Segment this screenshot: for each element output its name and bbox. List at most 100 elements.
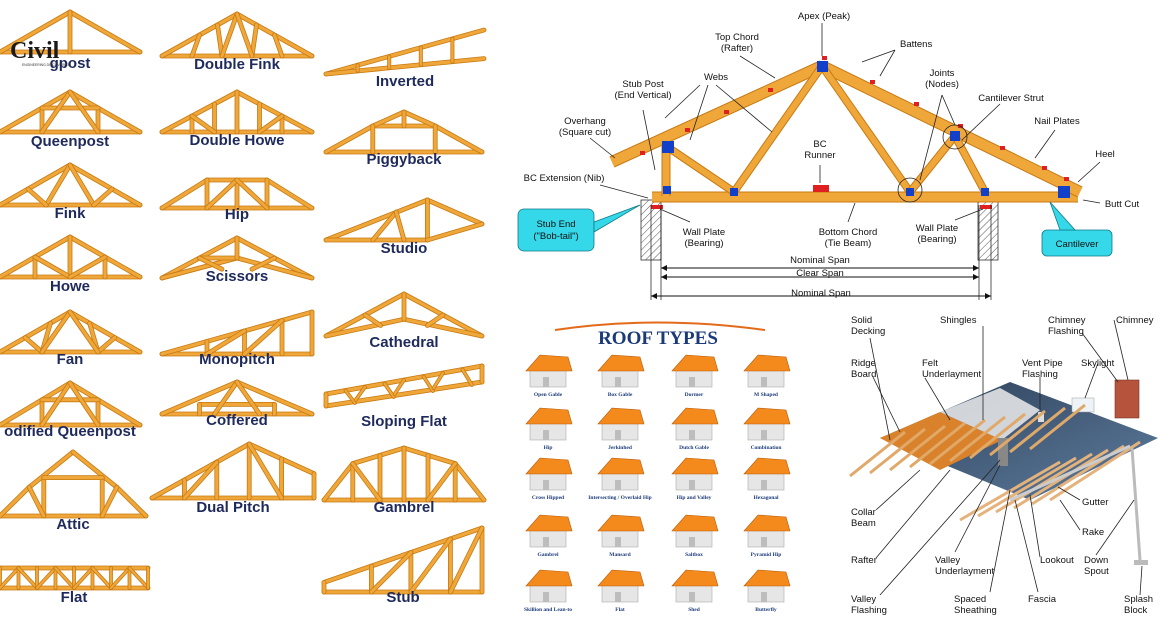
anatomy-label-bc-runner: BC [813, 139, 826, 150]
roof-type-item: Mansard [597, 514, 645, 558]
web [818, 63, 914, 195]
roof-type-label: Saltbox [685, 552, 703, 558]
anatomy-label-top-chord: Top Chord [715, 32, 759, 43]
truss-label: Piggyback [366, 151, 442, 168]
truss-label: Flat [61, 589, 88, 606]
truss-attic: Attic [0, 449, 149, 533]
rafter [909, 421, 966, 469]
roof-type-label: Dormer [685, 392, 704, 398]
batten [768, 88, 773, 92]
dimension-label: Nominal Span [790, 255, 850, 266]
leader-line [1095, 499, 1135, 556]
cantilever-callout: Cantilever [1041, 201, 1113, 257]
nail-plate [906, 188, 914, 196]
roof-type-label: Intersecting / Overlaid Hip [588, 495, 651, 501]
leader-line [659, 208, 691, 223]
roof-part-label-chimney-flashing: Flashing [1048, 326, 1084, 337]
truss-monopitch: Monopitch [159, 309, 315, 368]
anatomy-label-apex: Apex (Peak) [798, 11, 850, 22]
rafter [949, 415, 1006, 463]
truss-dual-pitch: Dual Pitch [149, 441, 317, 516]
cantilever-label: Cantilever [1056, 239, 1099, 250]
truss-hip: Hip [159, 177, 315, 223]
truss-label: Fink [55, 205, 86, 222]
truss-label: Monopitch [199, 351, 275, 368]
roof-part-label-down-spout: Down [1084, 555, 1108, 566]
truss-coffered: Coffered [159, 379, 315, 429]
roof-type-label: Flat [615, 607, 625, 613]
roof-type-label: Box Gable [608, 392, 633, 398]
roof-part-label-ridge-board: Board [851, 369, 876, 380]
leader-line [1029, 494, 1041, 558]
anatomy-label-bc-extension: BC Extension (Nib) [524, 173, 605, 184]
anatomy-label-joints: (Nodes) [925, 79, 959, 90]
chimney [1114, 379, 1140, 419]
roof-type-item: Hip and Valley [671, 457, 719, 501]
leader-line [1057, 486, 1081, 501]
anatomy-label-overhang: Overhang [564, 116, 606, 127]
truss-label: Sloping Flat [361, 413, 447, 430]
roof-type-item: Jerkinhed [597, 407, 645, 451]
roof-type-item: Shed [671, 569, 719, 613]
truss-label: Stub [386, 589, 419, 606]
truss-label: Howe [50, 278, 90, 295]
bc-runner [813, 185, 829, 192]
roof-part-label-rake: Rake [1082, 527, 1104, 538]
batten [870, 80, 875, 84]
roof-type-item: Open Gable [525, 354, 573, 398]
leader-line [739, 55, 776, 79]
anatomy-label-bottom-chord: Bottom Chord [819, 227, 878, 238]
roof-type-label: Shed [688, 607, 700, 613]
roof-part-label-vent-pipe-flashing: Flashing [1022, 369, 1058, 380]
leader-line [919, 94, 956, 181]
roof-type-item: Pyramid Hip [743, 514, 791, 558]
anatomy-label-webs: Webs [704, 72, 728, 83]
roof-type-item: Cross Hipped [525, 457, 573, 501]
anatomy-label-stub-post: Stub Post [622, 79, 664, 90]
nail-plate [663, 186, 671, 194]
leader-line [924, 377, 951, 421]
leader-line [1059, 499, 1081, 531]
top-chord-left [609, 60, 825, 168]
roof-type-label: Dutch Gable [679, 445, 709, 451]
roof-types-title: ROOF TYPES [598, 328, 718, 349]
roof-part-label-valley-flashing: Flashing [851, 605, 887, 616]
truss-fan: Fan [0, 309, 143, 368]
roof-part-label-solid-decking: Decking [851, 326, 885, 337]
roof-part-label-down-spout: Spout [1084, 566, 1109, 577]
anatomy-label-nail-plates: Nail Plates [1034, 116, 1080, 127]
roof-type-label: Butterfly [755, 607, 777, 613]
roof-type-label: Hexagonal [753, 495, 779, 501]
roof-part-label-spaced-sheathing: Sheathing [954, 605, 997, 616]
truss-inverted: Inverted [323, 27, 487, 90]
anatomy-label-stub-post: (End Vertical) [614, 90, 671, 101]
rafter [889, 424, 946, 472]
roof-type-item: Hip [525, 407, 573, 451]
roof-part-label-ridge-board: Ridge [851, 358, 876, 369]
roof-type-item: Intersecting / Overlaid Hip [588, 457, 652, 501]
roof-part-label-felt-underlayment: Felt [922, 358, 938, 369]
truss-howe: Howe [0, 234, 143, 295]
truss-label: Scissors [206, 268, 269, 285]
nail-plate [950, 131, 960, 141]
roof-type-label: Pyramid Hip [751, 552, 782, 558]
truss-label: Queenpost [31, 133, 109, 150]
top-chord-right [819, 60, 1083, 198]
nail-plate [662, 141, 674, 153]
truss-stub: Stub [321, 525, 485, 606]
roof-part-label-fascia: Fascia [1028, 594, 1057, 605]
leader-line [861, 49, 896, 77]
anatomy-label-overhang: (Square cut) [559, 127, 611, 138]
web [663, 142, 737, 196]
anatomy-label-bottom-chord: (Tie Beam) [825, 238, 872, 249]
roof-type-label: M Shaped [754, 392, 778, 398]
batten [822, 56, 827, 60]
leader-line [1014, 499, 1039, 593]
truss-cathedral: Cathedral [323, 291, 485, 351]
roof-part-label-shingles: Shingles [940, 315, 977, 326]
civil-logo: Civil ENGINEERING DISCOVERIES [10, 38, 71, 67]
roof-part-label-rafter: Rafter [851, 555, 877, 566]
truss-label: Double Howe [189, 132, 284, 149]
